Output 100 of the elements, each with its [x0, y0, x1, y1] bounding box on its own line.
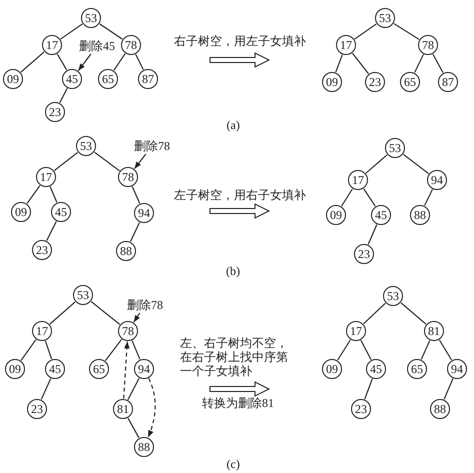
tree-edge	[127, 378, 140, 400]
tree-node: 88	[134, 437, 154, 457]
tree-edge	[130, 222, 140, 242]
tree-edge	[368, 224, 378, 245]
tree-node: 09	[5, 359, 25, 379]
caption-text: 左、右子树均不空，在右子树上找中序第一个子女填补	[180, 336, 289, 378]
tree-edge	[94, 152, 120, 172]
tree-node: 53	[81, 8, 101, 28]
tree-edge	[20, 51, 44, 73]
panel-label: (b)	[226, 264, 240, 278]
tree-node: 17	[32, 321, 52, 341]
caption-text: 转换为删除81	[202, 396, 274, 410]
tree-node: 78	[118, 167, 138, 187]
tree-edge	[444, 378, 454, 400]
tree-node: 09	[322, 72, 342, 92]
leader-line	[134, 154, 146, 170]
tree-node: 23	[27, 399, 47, 419]
tree-node: 65	[98, 69, 118, 89]
caption-text: 右子树空，用左子女填补	[174, 34, 306, 48]
tree-edge	[113, 53, 126, 71]
tree-edge	[364, 378, 373, 400]
tree-node: 45	[366, 359, 386, 379]
tree-edge	[26, 185, 40, 204]
tree-node: 78	[418, 35, 438, 55]
leader-text: 删除78	[127, 298, 163, 312]
tree-edge	[424, 189, 433, 206]
tree-node: 53	[385, 138, 405, 158]
tree-edge	[394, 23, 420, 40]
tree-edge	[56, 54, 68, 70]
tree-node: 94	[427, 170, 447, 190]
tree-edge	[432, 54, 444, 74]
tree-node: 81	[113, 399, 133, 419]
tree-node: 53	[73, 285, 93, 305]
tree-node: 87	[438, 72, 458, 92]
tree-node: 65	[400, 72, 420, 92]
tree-node: 81	[424, 321, 444, 341]
tree-edge	[341, 188, 353, 206]
tree-node: 17	[36, 167, 56, 187]
tree-node: 09	[11, 202, 31, 222]
tree-node: 65	[407, 359, 427, 379]
tree-edge	[128, 418, 140, 438]
tree-edge	[400, 302, 426, 325]
tree-node: 88	[116, 241, 136, 261]
tree-edge	[414, 54, 424, 73]
leader-text: 删除78	[134, 139, 170, 153]
tree-edge	[46, 221, 57, 241]
tree-edge	[335, 54, 343, 72]
leader-text: 删除45	[79, 39, 115, 53]
tree-edge	[132, 340, 140, 360]
tree-edge	[363, 302, 386, 324]
tree-edge	[403, 154, 429, 174]
tree-node: 53	[76, 136, 96, 156]
tree-node: 09	[322, 359, 342, 379]
tree-edge	[99, 23, 123, 40]
panel-label: (c)	[226, 457, 240, 471]
tree-edge	[20, 339, 36, 361]
tree-edge	[438, 340, 452, 360]
tree-edge	[59, 88, 68, 103]
tree-edge	[135, 54, 144, 70]
tree-node: 23	[32, 240, 52, 260]
tree-edge	[50, 186, 58, 203]
tree-edge	[352, 52, 369, 74]
tree-node: 23	[351, 399, 371, 419]
tree-node: 23	[354, 244, 374, 264]
tree-node: 09	[326, 205, 346, 225]
tree-node: 87	[138, 69, 158, 89]
tree-edge	[363, 188, 376, 207]
tree-node: 45	[371, 205, 391, 225]
caption-text: 左子树空，用右子女填补	[174, 188, 306, 202]
tree-node: 53	[383, 286, 403, 306]
move-arrow	[123, 341, 130, 399]
tree-node: 17	[346, 321, 366, 341]
tree-edge	[360, 340, 372, 360]
leader-line	[78, 54, 92, 71]
tree-edge	[354, 24, 377, 40]
tree-node: 94	[447, 359, 467, 379]
panel-label: (a)	[226, 118, 240, 132]
tree-node: 94	[134, 203, 154, 223]
tree-edge	[60, 24, 83, 40]
tree-node: 17	[42, 35, 62, 55]
tree-node: 45	[45, 359, 65, 379]
tree-node: 78	[118, 321, 138, 341]
tree-node: 94	[134, 359, 154, 379]
tree-edge	[337, 340, 351, 360]
tree-node: 23	[365, 72, 385, 92]
tree-node: 53	[375, 8, 395, 28]
tree-node: 88	[430, 399, 450, 419]
tree-edge	[50, 302, 76, 324]
tree-edge	[54, 152, 78, 171]
tree-node: 09	[3, 69, 23, 89]
tree-edge	[40, 378, 52, 400]
tree-node: 17	[336, 35, 356, 55]
tree-edge	[104, 339, 122, 361]
tree-edge	[44, 340, 52, 360]
tree-node: 17	[348, 170, 368, 190]
tree-node: 45	[51, 202, 71, 222]
tree-node: 78	[121, 35, 141, 55]
tree-node: 65	[89, 359, 109, 379]
tree-node: 45	[62, 69, 82, 89]
tree-edge	[366, 154, 388, 174]
